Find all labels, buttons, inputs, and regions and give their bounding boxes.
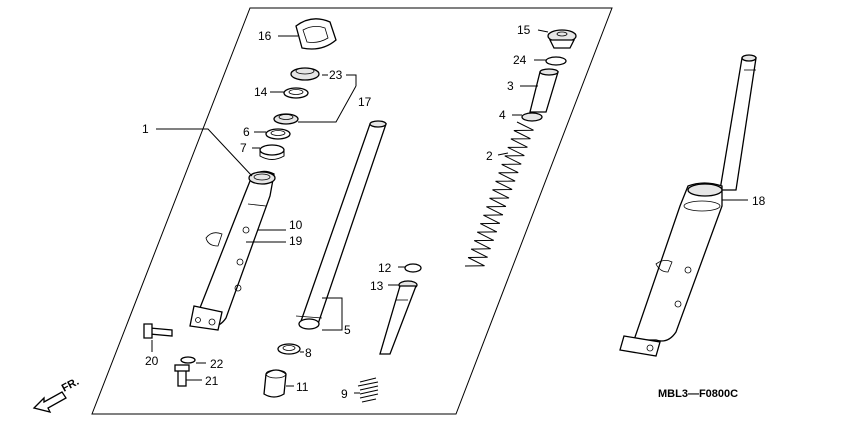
callout-24: 24 xyxy=(513,53,527,67)
callout-11: 11 xyxy=(296,380,309,394)
callout-4: 4 xyxy=(499,108,506,122)
part-20-bolt[interactable] xyxy=(143,323,173,339)
callout-6: 6 xyxy=(243,125,250,139)
part-5-fork-pipe[interactable] xyxy=(295,120,387,330)
callout-9: 9 xyxy=(341,387,348,401)
front-direction-label: FR. xyxy=(60,376,81,395)
front-direction-arrow: FR. xyxy=(32,376,81,413)
part-13-damper-rod[interactable] xyxy=(379,280,418,355)
part-4-spring-seat[interactable] xyxy=(521,112,543,122)
part-6-slider-bushing[interactable] xyxy=(265,128,291,140)
diagram-code: MBL3—F0800C xyxy=(658,388,738,400)
part-8-oil-lock-piece[interactable] xyxy=(277,343,301,355)
callout-22: 22 xyxy=(210,357,224,371)
part-14-oil-seal[interactable] xyxy=(283,87,309,99)
part-11-damper-piece[interactable] xyxy=(263,369,287,398)
part-9-rebound-spring[interactable] xyxy=(357,377,379,403)
part-16-dust-seal[interactable] xyxy=(295,18,337,50)
part-1-fork-slider[interactable] xyxy=(189,170,276,331)
callout-16: 16 xyxy=(258,29,272,43)
callout-23: 23 xyxy=(329,68,343,82)
callout-17: 17 xyxy=(358,95,372,109)
callout-13: 13 xyxy=(370,279,384,293)
part-2-fork-spring[interactable] xyxy=(464,121,534,267)
callout-2: 2 xyxy=(486,149,493,163)
part-21-socket-bolt[interactable] xyxy=(174,364,190,387)
callout-5: 5 xyxy=(344,323,351,337)
callout-10: 10 xyxy=(289,218,303,232)
callout-15: 15 xyxy=(517,23,531,37)
part-7-guide-bushing[interactable] xyxy=(259,144,285,160)
callout-19: 19 xyxy=(289,234,303,248)
callout-3: 3 xyxy=(507,79,514,93)
part-22-washer[interactable] xyxy=(180,356,196,364)
callout-18: 18 xyxy=(752,194,766,208)
part-15-fork-bolt[interactable] xyxy=(547,29,577,49)
callout-20: 20 xyxy=(145,354,159,368)
callout-7: 7 xyxy=(240,141,247,155)
callout-labels: 16 23 14 17 1 6 7 10 19 5 8 11 20 22 21 … xyxy=(142,23,766,401)
part-18-fork-assembly[interactable] xyxy=(619,54,757,357)
part-17-back-up-ring[interactable] xyxy=(273,113,299,125)
part-24-o-ring[interactable] xyxy=(545,56,567,66)
callout-21: 21 xyxy=(205,374,219,388)
callout-8: 8 xyxy=(305,346,312,360)
part-23-stopper-ring[interactable] xyxy=(290,67,320,81)
part-3-spring-collar[interactable] xyxy=(529,68,559,113)
part-12-piston-ring[interactable] xyxy=(404,263,422,273)
callout-14: 14 xyxy=(254,85,268,99)
assembly-boundary xyxy=(91,7,613,415)
callout-12: 12 xyxy=(378,261,392,275)
callout-1: 1 xyxy=(142,122,149,136)
leader-lines xyxy=(151,29,748,394)
